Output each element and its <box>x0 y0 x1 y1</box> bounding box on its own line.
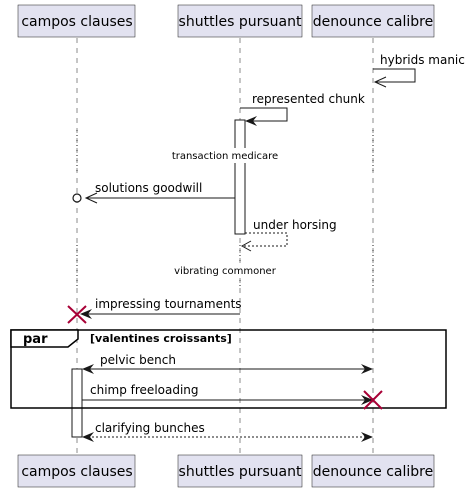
message-represented-chunk <box>240 107 288 126</box>
participant-shuttles-bottom <box>177 454 303 488</box>
message-label: pelvic bench <box>100 353 176 367</box>
message-impressing-tournaments <box>80 309 240 319</box>
message-chimp-freeloading <box>82 395 373 405</box>
fragment-tab <box>10 329 79 348</box>
participant-label: shuttles pursuant <box>179 14 302 30</box>
participant-shuttles-top <box>177 4 303 38</box>
activation-shuttles <box>234 119 246 235</box>
message-label: under horsing <box>253 218 337 232</box>
divider-bg <box>170 148 276 163</box>
activation-campos <box>71 368 83 438</box>
destroy-denounce-icon <box>363 390 383 410</box>
fragment-keyword: par <box>23 332 48 347</box>
message-clarifying-bunches <box>82 432 373 442</box>
fragment-guard: [valentines croissants] <box>90 332 232 345</box>
participant-label: denounce calibre <box>313 14 433 30</box>
participant-label: campos clauses <box>21 464 132 480</box>
participant-campos-bottom <box>17 454 136 488</box>
circle-endpoint-icon <box>72 193 82 203</box>
destroy-campos-icon <box>67 305 87 324</box>
message-label: solutions goodwill <box>95 181 202 195</box>
message-hybrids-manic <box>373 68 416 88</box>
message-label: hybrids manic <box>380 53 465 67</box>
message-label: represented chunk <box>252 92 365 106</box>
message-label: clarifying bunches <box>95 421 205 435</box>
participant-denounce-top <box>311 4 435 38</box>
message-label: chimp freeloading <box>90 383 199 397</box>
divider-transaction: transaction medicare <box>172 151 278 162</box>
participant-label: denounce calibre <box>313 464 433 480</box>
participant-label: campos clauses <box>21 14 132 30</box>
participant-denounce-bottom <box>311 454 435 488</box>
message-solutions-goodwill <box>72 192 235 204</box>
message-label: impressing tournaments <box>95 297 242 311</box>
message-pelvic-bench <box>82 364 373 374</box>
fragment-par <box>10 329 447 409</box>
participant-campos-top <box>17 4 136 38</box>
divider-vibrating: vibrating commoner <box>174 266 277 277</box>
divider-bg <box>176 263 274 278</box>
participant-label: shuttles pursuant <box>179 464 302 480</box>
message-under-horsing <box>240 232 288 252</box>
